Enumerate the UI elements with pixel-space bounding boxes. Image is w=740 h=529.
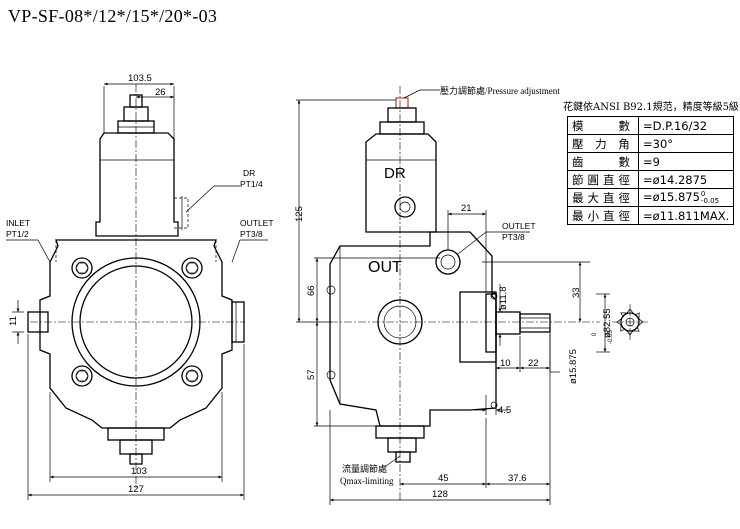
spec-value: =ø11.811MAX.: [637, 206, 735, 225]
side-dr-port: [394, 196, 416, 218]
dim-side-4-5: 4.5: [498, 405, 511, 416]
side-screw-nut: [387, 107, 417, 123]
side-main-body: [329, 231, 497, 427]
spec-value: =9: [637, 152, 735, 171]
side-shaft-boss: [377, 299, 423, 345]
spec-key: 最小直徑: [567, 206, 639, 225]
label-outlet-thread: PT3/8: [240, 229, 263, 239]
label-inlet: INLET: [6, 218, 30, 228]
drawing-title: VP-SF-08*/12*/15*/20*-03: [8, 6, 218, 26]
spec-row: 最大直徑=ø15.8750-0.05: [567, 188, 735, 207]
label-pressure-adjustment: 壓力調節處/Pressure adjustment: [440, 85, 560, 96]
spec-key: 最大直徑: [567, 188, 639, 207]
dim-side-15-875: ø15.875: [568, 349, 579, 384]
spline-spec-note: 花鍵依ANSI B92.1規范，精度等級5級: [563, 102, 739, 113]
dim-side-57: 57: [306, 369, 317, 380]
dim-side-10: 10: [500, 358, 511, 369]
inlet-boss: [27, 311, 49, 333]
label-outlet-thread-side: PT3/8: [502, 232, 525, 242]
side-upper-housing: [365, 133, 437, 233]
side-spline: [519, 313, 551, 333]
spec-value: =ø15.8750-0.05: [637, 188, 735, 207]
bolt-bottom-right: [181, 365, 203, 387]
label-flow-adjust-en: Qmax-limiting: [340, 476, 394, 486]
spec-row: 齒 數=9: [567, 152, 735, 171]
spec-tolerance-bottom: -0.05: [700, 196, 720, 205]
housing-circle-outer: [71, 257, 201, 387]
spec-tolerance-top: 0: [700, 189, 706, 198]
dim-side-82-55-tol-top: 0: [592, 332, 598, 336]
spec-row: 最小直徑=ø11.811MAX.: [567, 206, 735, 225]
spec-key: 節圓直徑: [567, 170, 639, 189]
front-callouts: DR PT1/4 INLET PT1/2 OUTLET PT3/8: [6, 168, 274, 263]
spec-row: 模 數=D.P.16/32: [567, 116, 735, 135]
bolt-top-left: [71, 257, 93, 279]
dim-side-125: 125: [294, 206, 305, 222]
dim-side-21: 21: [461, 203, 472, 214]
front-dimensions: 103.5 26 11 103 127: [8, 73, 245, 500]
cast-dr: DR: [384, 165, 406, 182]
dim-side-82-55: ø82.55: [602, 308, 613, 338]
label-outlet-side: OUTLET: [502, 221, 536, 231]
spec-value: =30°: [637, 134, 735, 153]
dim-front-103-5: 103.5: [128, 73, 152, 84]
dim-side-128: 128: [432, 489, 448, 500]
spec-value: =D.P.16/32: [637, 116, 735, 135]
spec-row: 節圓直徑=ø14.2875: [567, 170, 735, 189]
dim-side-11-8: ø11.8: [498, 286, 509, 310]
side-flow-adjust-tip: [395, 451, 411, 463]
dim-side-82-55-tol-bot: -0.05: [608, 330, 614, 344]
spec-key: 齒 數: [567, 152, 639, 171]
upper-housing: [95, 132, 179, 237]
side-pilot: [485, 293, 497, 353]
spec-row: 壓 力 角=30°: [567, 134, 735, 153]
spec-value: =ø14.2875: [637, 170, 735, 189]
housing-circle-inner: [79, 265, 193, 379]
cast-out: OUT: [368, 259, 402, 276]
label-dr-thread: PT1/4: [240, 179, 263, 189]
dim-front-127: 127: [128, 484, 144, 495]
spec-key: 模 數: [567, 116, 639, 135]
dim-front-11: 11: [8, 316, 19, 326]
label-outlet: OUTLET: [240, 218, 274, 228]
pressure-adjust-screw-highlight: [395, 97, 409, 109]
spline-section: [612, 304, 648, 340]
dim-side-37-6: 37.6: [508, 473, 527, 484]
spec-tolerance: 0-0.05: [700, 189, 720, 205]
bolt-top-right: [181, 257, 203, 279]
side-outlet-port: [435, 249, 461, 275]
front-view: [27, 84, 245, 490]
dim-side-22: 22: [528, 358, 539, 369]
dim-front-26: 26: [155, 87, 166, 98]
pump-body: [39, 239, 233, 429]
side-screw-base: [379, 121, 425, 135]
outlet-boss: [231, 301, 245, 343]
bolt-bottom-left: [71, 365, 93, 387]
flow-adjust-tip: [129, 453, 143, 465]
side-dimensions: 125 66 57 21 33 ø11.8 ø82.55 0 -0.05 ø15…: [294, 99, 614, 505]
side-view: DR OUT: [326, 86, 600, 500]
dim-side-66: 66: [306, 285, 317, 296]
side-shaft: [495, 311, 521, 335]
label-flow-adjust-cn: 流量調節處: [342, 463, 387, 474]
side-callouts: 壓力調節處/Pressure adjustment OUTLET PT3/8 流…: [340, 85, 560, 486]
label-dr: DR: [243, 168, 255, 178]
dim-side-33: 33: [571, 287, 582, 298]
side-flow-adjust-nut: [387, 437, 417, 453]
label-inlet-thread: PT1/2: [6, 229, 29, 239]
dim-front-103: 103: [131, 466, 147, 477]
dim-side-45: 45: [438, 473, 449, 484]
spec-key: 壓 力 角: [567, 134, 639, 153]
